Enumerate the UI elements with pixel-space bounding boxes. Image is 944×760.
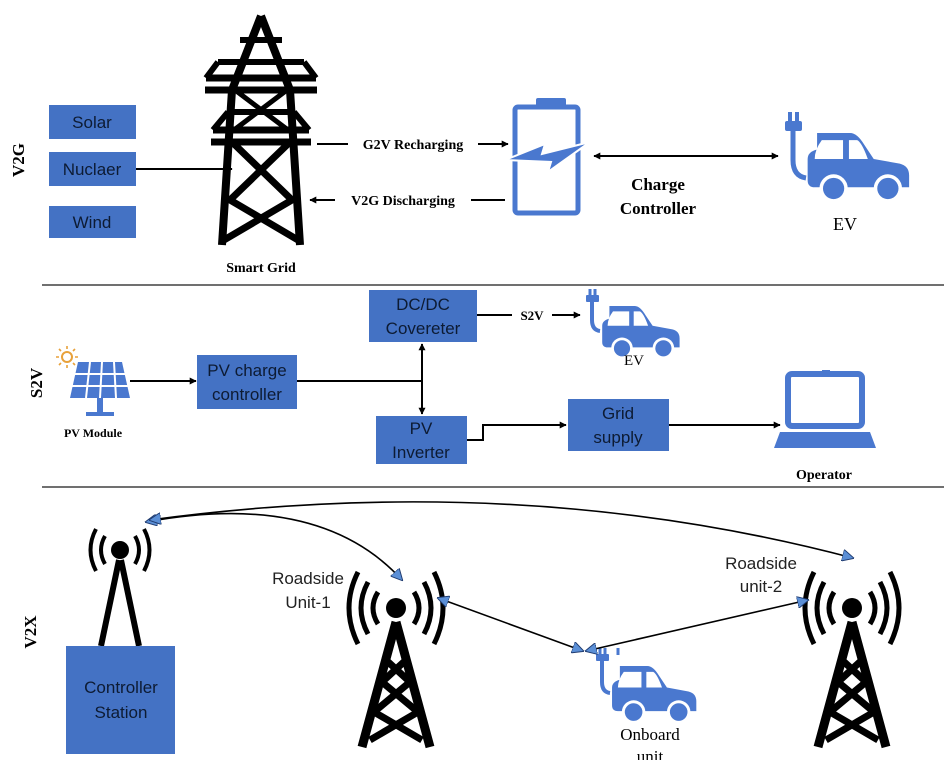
- roadside-unit-1-tower-icon: [349, 572, 443, 747]
- laptop-icon: [774, 370, 876, 448]
- pv-charge-controller-box: [197, 355, 297, 409]
- pv-inverter-label-2: Inverter: [392, 443, 450, 462]
- pv-inverter-label-1: PV: [410, 419, 433, 438]
- dcdc-converter-box: [369, 290, 477, 342]
- solar-box: [49, 105, 136, 139]
- s2v-ev-label: EV: [624, 353, 644, 369]
- ev-label: EV: [833, 214, 857, 234]
- inverter-to-grid-arrow: [467, 421, 567, 441]
- onboard-rsu2-link: [586, 600, 808, 651]
- pv-charge-controller-label-1: PV charge: [207, 361, 286, 380]
- wind-label: Wind: [73, 213, 112, 232]
- nuclear-box: [49, 152, 136, 186]
- solar-label: Solar: [72, 113, 112, 132]
- wind-box: [49, 206, 136, 238]
- onboard-unit-car-icon: [596, 648, 697, 724]
- pv-inverter-box: [376, 416, 467, 464]
- pv-charge-controller-label-2: controller: [212, 385, 282, 404]
- controller-station-antenna-icon: [88, 528, 152, 647]
- rsu1-onboard-link: [438, 598, 583, 651]
- roadside-unit-1-label-1: Roadside: [272, 569, 344, 588]
- grid-supply-box: [568, 399, 669, 451]
- operator-label: Operator: [796, 468, 852, 483]
- s2v-side-label: S2V: [27, 367, 46, 398]
- v2g-label: V2G Discharging: [351, 194, 455, 209]
- v2x-side-label: V2X: [21, 615, 40, 649]
- charge-controller-label-2: Controller: [620, 199, 697, 218]
- grid-supply-label-2: supply: [593, 428, 643, 447]
- roadside-unit-1-label-2: Unit-1: [285, 593, 330, 612]
- nuclear-label: Nuclaer: [63, 160, 122, 179]
- smart-grid-label: Smart Grid: [226, 261, 296, 276]
- battery-icon: [504, 98, 591, 216]
- onboard-unit-label-1: Onboard: [620, 725, 680, 744]
- controller-station-label-2: Station: [95, 703, 148, 722]
- pv-module-label: PV Module: [64, 426, 123, 440]
- grid-supply-label-1: Grid: [602, 404, 634, 423]
- roadside-unit-2-label-2: unit-2: [740, 577, 783, 596]
- onboard-unit-label-2: unit: [637, 747, 664, 760]
- roadside-unit-2-tower-icon: [805, 572, 899, 747]
- controller-station-label-1: Controller: [84, 678, 158, 697]
- dcdc-label-2: Covereter: [386, 319, 461, 338]
- transmission-tower-icon: [203, 14, 319, 246]
- s2v-arrow-label: S2V: [520, 308, 544, 323]
- pv-module-icon: [56, 346, 130, 416]
- g2v-label: G2V Recharging: [363, 138, 463, 153]
- controller-rsu2-link: [150, 501, 853, 558]
- controller-station-box: [66, 646, 175, 754]
- roadside-unit-2-label-1: Roadside: [725, 554, 797, 573]
- ev-car-icon: [785, 112, 910, 203]
- charge-controller-label-1: Charge: [631, 175, 685, 194]
- dcdc-label-1: DC/DC: [396, 295, 450, 314]
- v2g-side-label: V2G: [9, 143, 28, 177]
- ev-car-icon-small: [586, 289, 680, 360]
